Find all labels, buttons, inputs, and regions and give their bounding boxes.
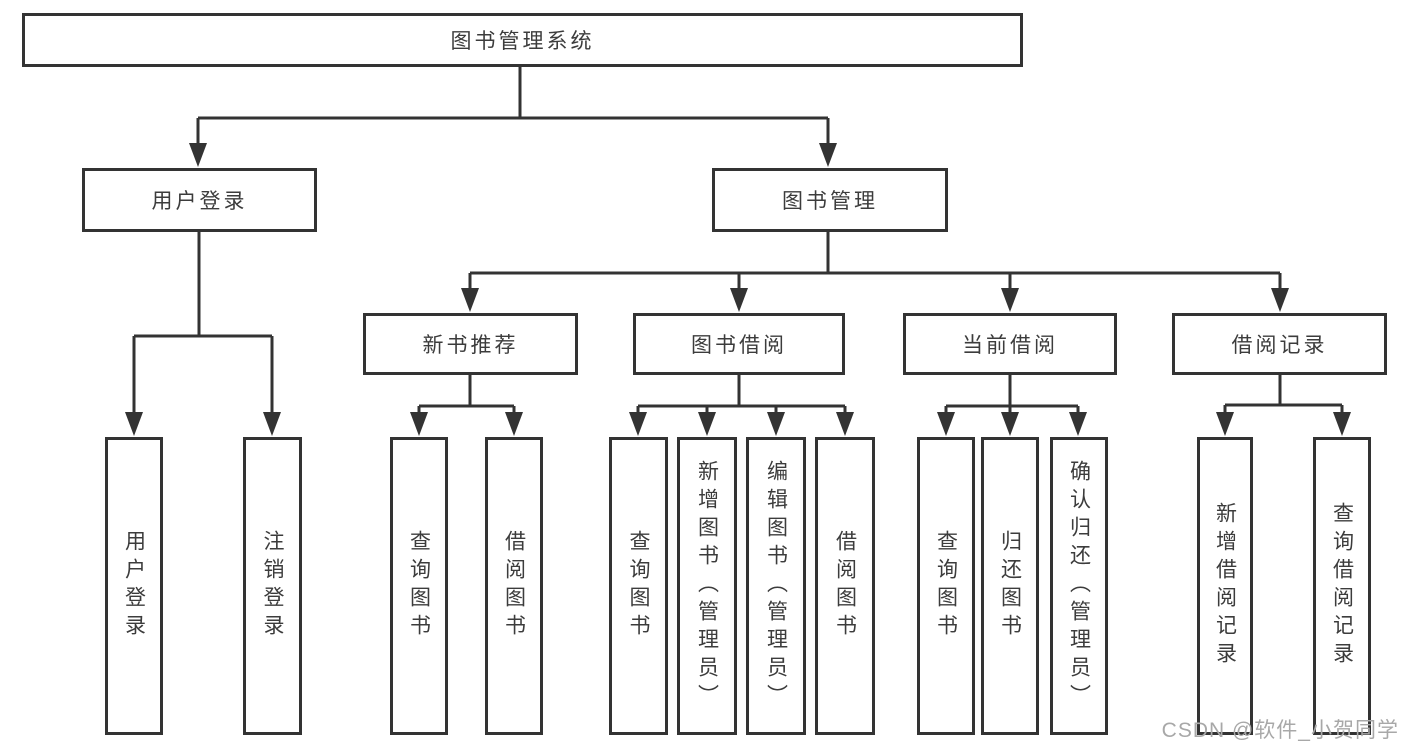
node-user-login: 用户登录 bbox=[82, 168, 317, 232]
node-book-management: 图书管理 bbox=[712, 168, 948, 232]
leaf-newbook-borrow-books: 借阅图书 bbox=[485, 437, 543, 735]
connector-records-to-leaves bbox=[1216, 374, 1351, 436]
leaf-query-borrow-record: 查询借阅记录 bbox=[1313, 437, 1371, 735]
connector-userlogin-to-leaves bbox=[125, 232, 281, 436]
connector-root-to-level2 bbox=[189, 65, 837, 167]
connector-newbook-to-leaves bbox=[410, 374, 523, 436]
node-borrow-records: 借阅记录 bbox=[1172, 313, 1387, 375]
node-root-system: 图书管理系统 bbox=[22, 13, 1023, 67]
leaf-add-books-admin: 新增图书（管理员） bbox=[677, 437, 737, 735]
leaf-add-borrow-record: 新增借阅记录 bbox=[1197, 437, 1253, 735]
leaf-newbook-query-books: 查询图书 bbox=[390, 437, 448, 735]
connector-bookborrow-to-leaves bbox=[629, 374, 854, 436]
leaf-borrow-books: 借阅图书 bbox=[815, 437, 875, 735]
leaf-borrow-query-books: 查询图书 bbox=[609, 437, 668, 735]
connector-bookmgmt-to-level3 bbox=[461, 232, 1289, 312]
leaf-logout: 注销登录 bbox=[243, 437, 302, 735]
leaf-edit-books-admin: 编辑图书（管理员） bbox=[746, 437, 806, 735]
leaf-current-query-books: 查询图书 bbox=[917, 437, 975, 735]
leaf-confirm-return-admin: 确认归还（管理员） bbox=[1050, 437, 1108, 735]
node-book-borrow: 图书借阅 bbox=[633, 313, 845, 375]
node-current-borrow: 当前借阅 bbox=[903, 313, 1117, 375]
node-new-book-recommend: 新书推荐 bbox=[363, 313, 578, 375]
connector-currentborrow-to-leaves bbox=[937, 374, 1087, 436]
leaf-user-login: 用户登录 bbox=[105, 437, 163, 735]
leaf-return-books: 归还图书 bbox=[981, 437, 1039, 735]
watermark: CSDN @软件_小贺同学 bbox=[1161, 719, 1399, 742]
